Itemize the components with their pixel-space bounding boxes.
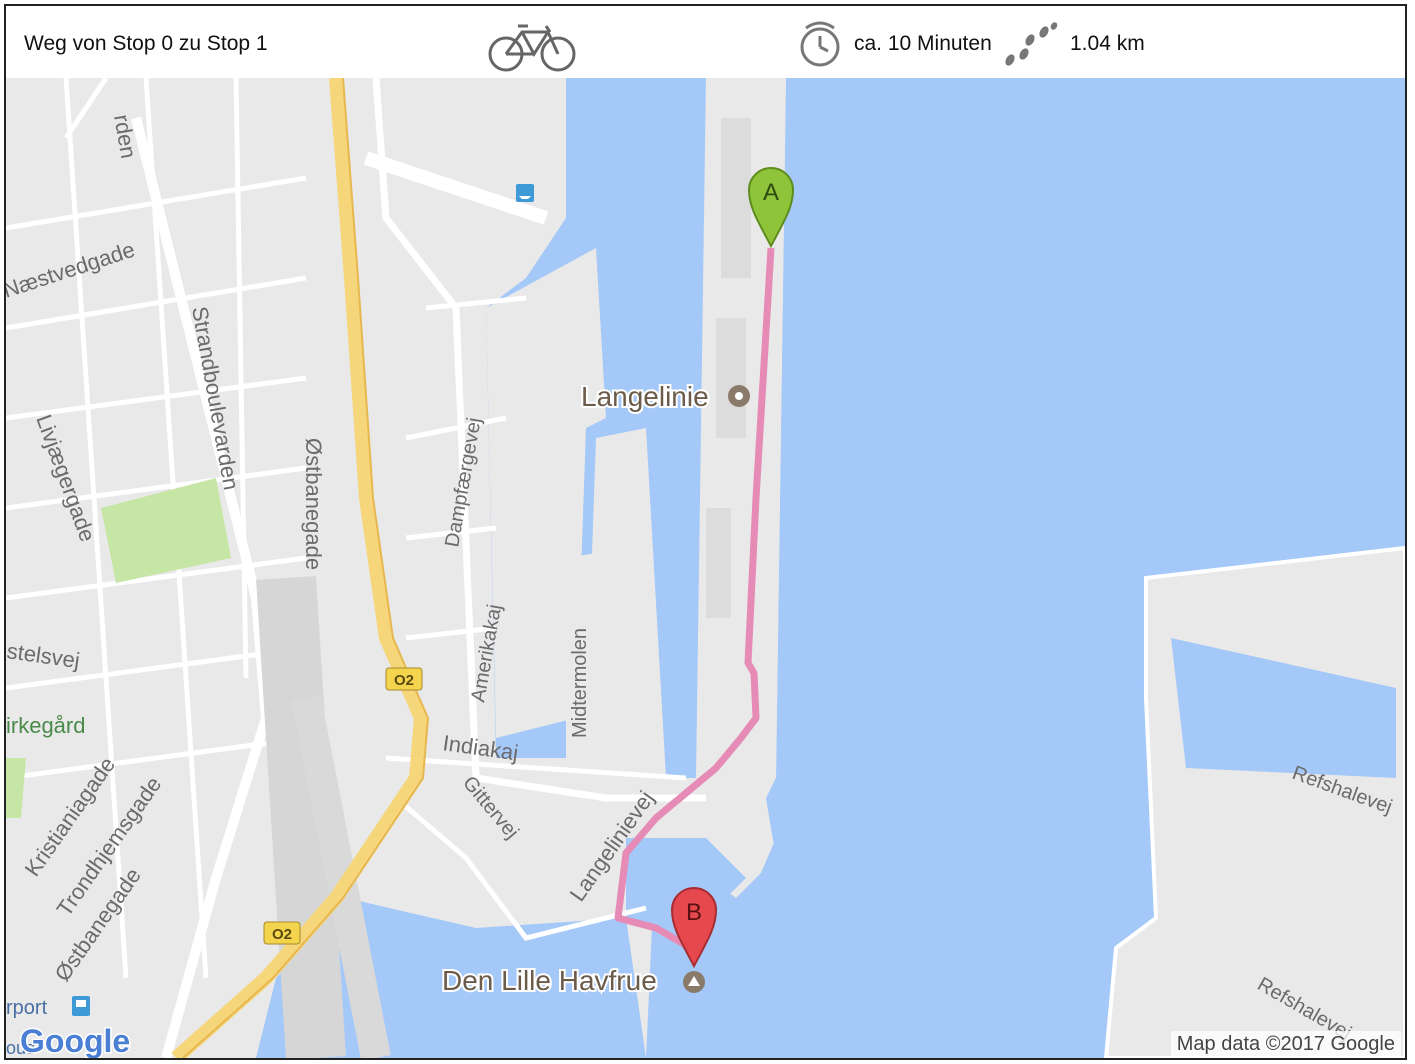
highway-o2 bbox=[171, 78, 429, 1058]
svg-text:O2: O2 bbox=[394, 672, 414, 689]
langelinie-pier bbox=[696, 78, 786, 838]
train-station-icon bbox=[72, 996, 90, 1016]
route-map[interactable]: rden Næstvedgade Strandboulevarden Livjæ… bbox=[6, 78, 1405, 1058]
station-label-rport: rport bbox=[6, 997, 48, 1019]
cemetery-label: irkegård bbox=[6, 713, 85, 738]
road-shield-o2-upper: O2 bbox=[385, 667, 423, 691]
duration-text: ca. 10 Minuten bbox=[854, 32, 992, 55]
google-logo: Google bbox=[20, 1023, 130, 1058]
route-title: Weg von Stop 0 zu Stop 1 bbox=[24, 32, 268, 55]
park-area bbox=[101, 478, 231, 583]
road-label-ostbanegade: Østbanegade bbox=[301, 438, 326, 570]
road-label-midtermolen: Midtermolen bbox=[569, 628, 591, 738]
stopwatch-icon bbox=[800, 21, 840, 67]
ferry-icon bbox=[516, 184, 534, 202]
route-panel: Weg von Stop 0 zu Stop 1 ca. 10 Minuten bbox=[4, 4, 1407, 1060]
svg-text:A: A bbox=[763, 179, 779, 206]
marker-a[interactable]: A bbox=[747, 167, 795, 249]
marker-b[interactable]: B bbox=[670, 887, 718, 969]
poi-label-langelinie: Langelinie bbox=[581, 381, 709, 412]
route-header: Weg von Stop 0 zu Stop 1 ca. 10 Minuten bbox=[6, 6, 1405, 78]
monument-icon bbox=[683, 971, 705, 993]
refshale-basin bbox=[1171, 638, 1396, 778]
bicycle-icon bbox=[488, 24, 576, 72]
street-network bbox=[6, 78, 706, 1058]
svg-text:O2: O2 bbox=[272, 926, 292, 943]
amerikakaj-pier bbox=[486, 248, 606, 738]
footsteps-icon bbox=[1005, 22, 1058, 66]
road-shield-o2-lower: O2 bbox=[263, 921, 301, 945]
midtermolen-pier bbox=[566, 548, 626, 778]
distance-text: 1.04 km bbox=[1070, 32, 1145, 55]
svg-text:B: B bbox=[686, 899, 702, 926]
map-attribution[interactable]: Map data ©2017 Google bbox=[1170, 1031, 1401, 1058]
water-east bbox=[646, 78, 1405, 1058]
poi-label-den-lille-havfrue: Den Lille Havfrue bbox=[442, 965, 657, 996]
viewpoint-icon bbox=[728, 385, 750, 407]
station-label-ous: ous bbox=[6, 1038, 35, 1058]
route-line bbox=[614, 247, 775, 954]
